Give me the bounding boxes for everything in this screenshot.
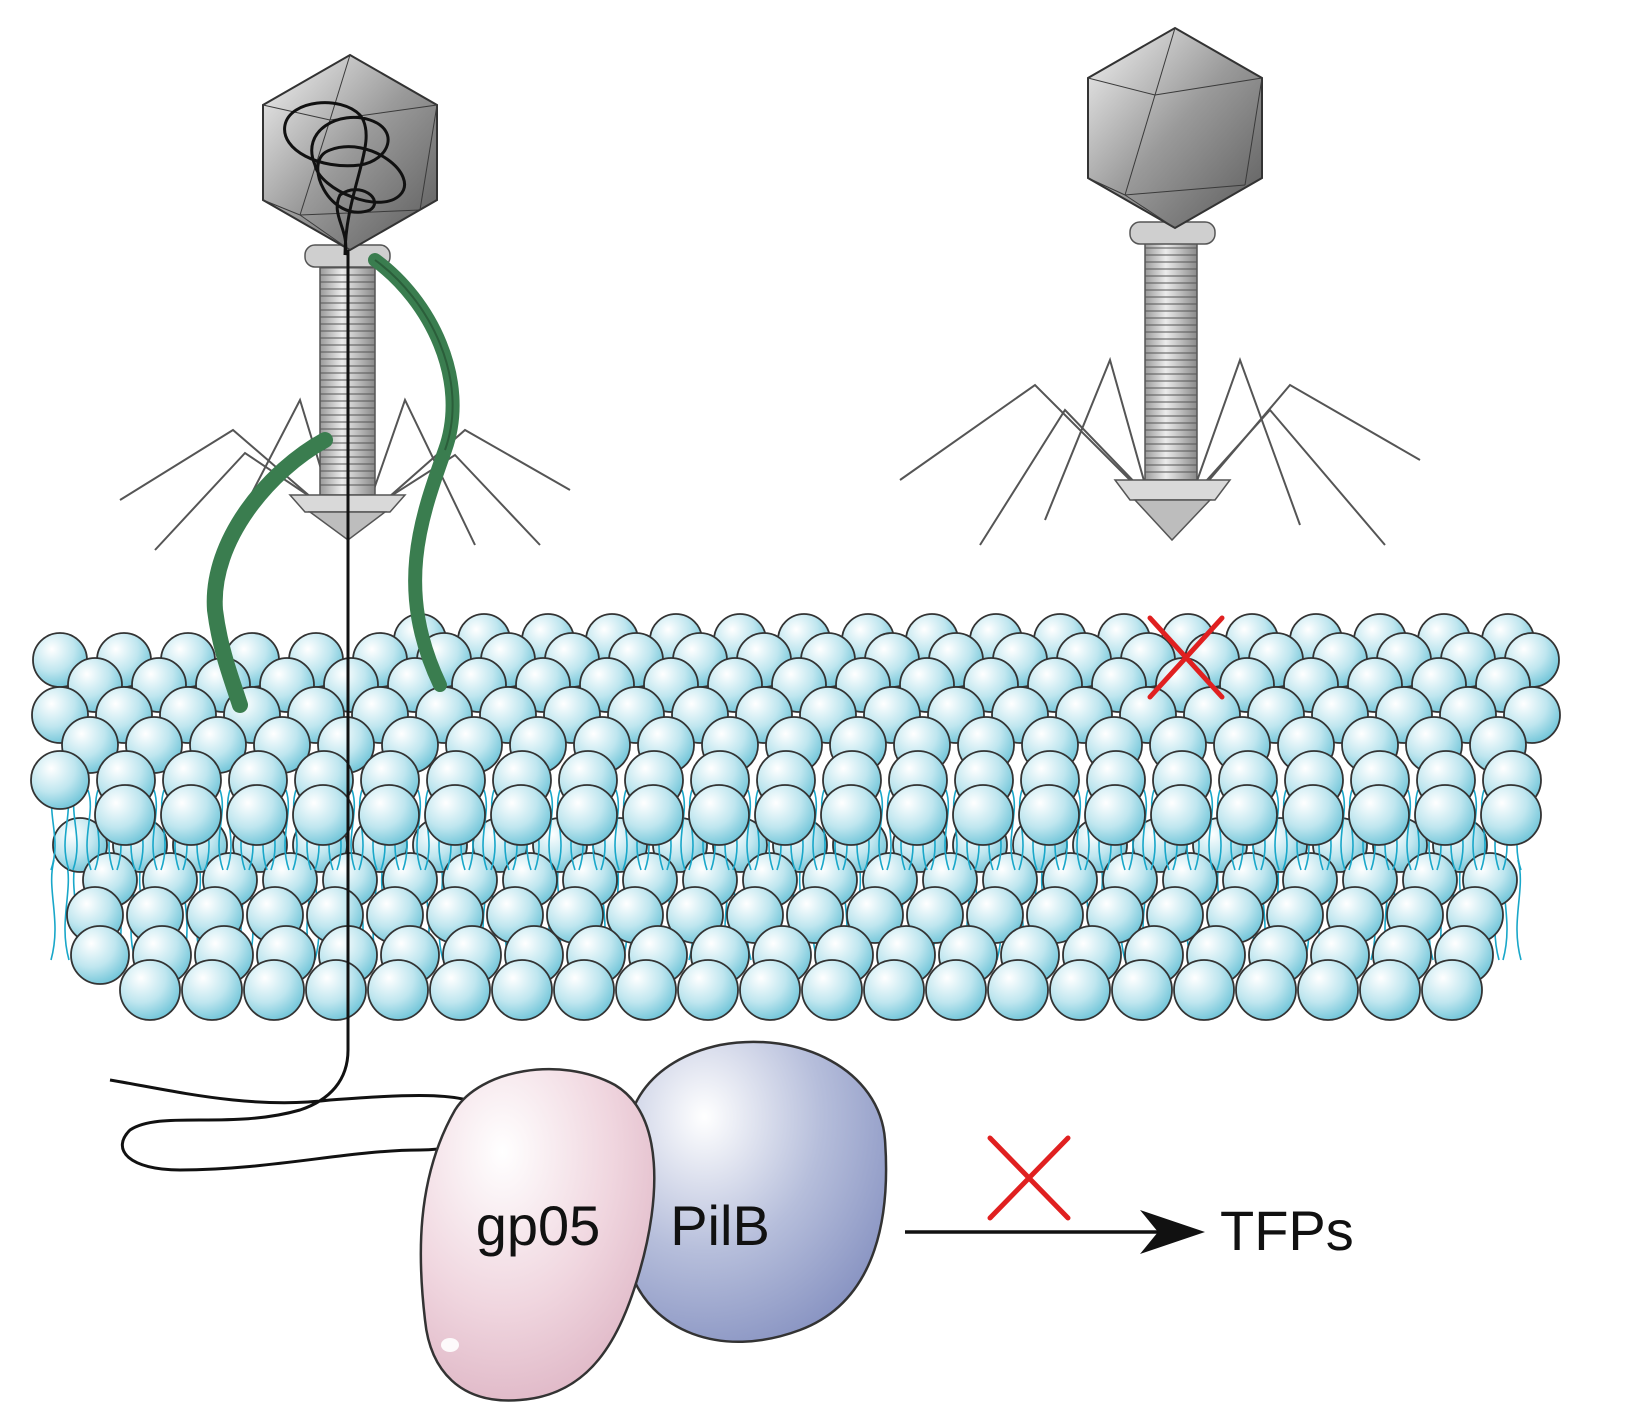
phage-right-capsid [1087, 26, 1263, 230]
dna-strand [109, 250, 489, 1172]
phage-injecting-icon [119, 53, 571, 551]
phage-right-legs [899, 356, 1421, 546]
lipid-heads-upper-leaflet [30, 613, 1561, 846]
gp05-label: gp05 [476, 1194, 601, 1257]
tfps-label: TFPs [1220, 1199, 1354, 1262]
pilb-protein: PilB [625, 1040, 888, 1344]
block-x-icon [987, 1135, 1071, 1221]
gp05-protein: gp05 [419, 1067, 656, 1402]
block-x-icon [1147, 615, 1225, 700]
phage-right-tip [1133, 499, 1212, 542]
pilb-label: PilB [670, 1194, 770, 1257]
phage-blocked-icon [899, 26, 1421, 546]
phage-right-baseplate [1113, 479, 1232, 501]
dna-tangle [283, 101, 407, 256]
phage-left-capsid [262, 53, 438, 252]
tail-fiber-right [368, 253, 460, 692]
tail-fiber-left [206, 432, 333, 713]
pathway-arrow [905, 1210, 1205, 1254]
